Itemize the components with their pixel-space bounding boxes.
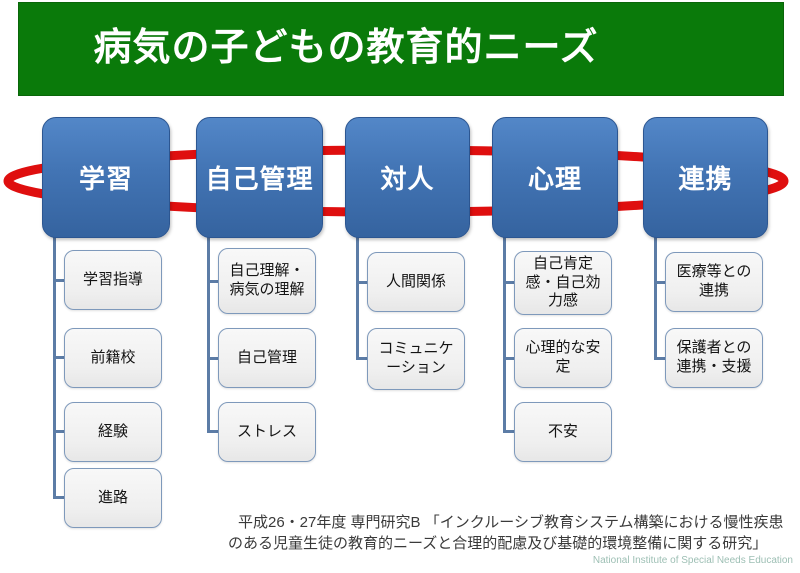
leaf-item: 進路 bbox=[64, 468, 162, 528]
leaf-item: 保護者との連携・支援 bbox=[665, 328, 763, 388]
title-banner: 病気の子どもの教育的ニーズ bbox=[18, 2, 784, 96]
footer-study-title-line2: のある児童生徒の教育的ニーズと合理的配慮及び基礎的環境整備に関する研究」 bbox=[228, 535, 768, 552]
connector-stub bbox=[53, 496, 64, 499]
leaf-item: ストレス bbox=[218, 402, 316, 462]
connector-stub bbox=[53, 279, 64, 282]
connector-line bbox=[503, 236, 506, 432]
connector-stub bbox=[654, 281, 665, 284]
connector-stub bbox=[503, 357, 514, 360]
connector-line bbox=[53, 236, 56, 498]
connector-stub bbox=[356, 281, 367, 284]
leaf-item: 自己理解・病気の理解 bbox=[218, 248, 316, 314]
connector-line bbox=[207, 236, 210, 432]
connector-stub bbox=[53, 356, 64, 359]
footer-study-title-line1: 平成26・27年度 専門研究B 「インクルーシブ教育システム構築における慢性疾患 bbox=[238, 514, 784, 531]
node-collaboration: 連携 bbox=[643, 117, 768, 238]
connector-stub bbox=[207, 357, 218, 360]
connector-stub bbox=[207, 430, 218, 433]
connector-stub bbox=[53, 430, 64, 433]
leaf-item: コミュニケーション bbox=[367, 328, 465, 390]
leaf-item: 自己管理 bbox=[218, 328, 316, 388]
node-psychology: 心理 bbox=[492, 117, 618, 238]
leaf-item: 経験 bbox=[64, 402, 162, 462]
leaf-item: 学習指導 bbox=[64, 250, 162, 310]
connector-stub bbox=[207, 280, 218, 283]
leaf-item: 心理的な安定 bbox=[514, 328, 612, 388]
leaf-item: 不安 bbox=[514, 402, 612, 462]
connector-stub bbox=[503, 430, 514, 433]
connector-stub bbox=[654, 357, 665, 360]
leaf-item: 自己肯定感・自己効力感 bbox=[514, 251, 612, 315]
node-interpersonal: 対人 bbox=[345, 117, 470, 238]
connector-line bbox=[356, 236, 359, 359]
leaf-item: 前籍校 bbox=[64, 328, 162, 388]
leaf-item: 人間関係 bbox=[367, 252, 465, 312]
institute-credit: National Institute of Special Needs Educ… bbox=[592, 555, 793, 566]
connector-stub bbox=[356, 357, 367, 360]
node-learning: 学習 bbox=[42, 117, 170, 238]
slide-title: 病気の子どもの教育的ニーズ bbox=[93, 26, 599, 69]
connector-line bbox=[654, 236, 657, 358]
connector-stub bbox=[503, 281, 514, 284]
node-self-management: 自己管理 bbox=[196, 117, 323, 238]
leaf-item: 医療等との連携 bbox=[665, 252, 763, 312]
